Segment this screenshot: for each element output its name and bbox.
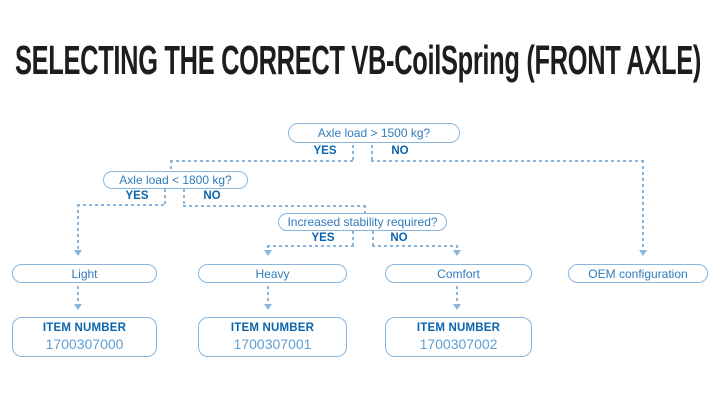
- decision-axle-load-1800: Axle load < 1800 kg?: [103, 171, 248, 189]
- connector-d2-no-stub: [183, 189, 185, 206]
- item-box-comfort: ITEM NUMBER 1700307002: [385, 317, 532, 357]
- arrow-to-item-2-icon: [263, 304, 272, 310]
- outcome-light: Light: [12, 264, 157, 283]
- connector-d1-yes-stub: [352, 145, 354, 162]
- decision-increased-stability: Increased stability required?: [278, 213, 447, 231]
- connector-d3-no-stub: [372, 231, 374, 247]
- item-number-value: 1700307000: [45, 336, 124, 352]
- decision-1-no-label: NO: [391, 145, 409, 157]
- arrow-to-item-3-icon: [452, 304, 461, 310]
- connector-d2-no-horizontal: [183, 205, 366, 207]
- connector-d1-no-drop: [642, 160, 644, 250]
- connector-heavy-item: [267, 286, 269, 305]
- item-number-value: 1700307001: [233, 336, 312, 352]
- connector-d3-no-drop: [456, 245, 458, 251]
- outcome-comfort: Comfort: [385, 264, 532, 283]
- connector-d2-no-drop: [364, 205, 366, 213]
- arrow-to-comfort-icon: [452, 250, 461, 256]
- item-number-value: 1700307002: [419, 336, 498, 352]
- decision-axle-load-1500: Axle load > 1500 kg?: [288, 123, 460, 143]
- arrow-to-light-icon: [73, 250, 82, 256]
- connector-d3-yes-drop: [267, 245, 269, 251]
- decision-3-no-label: NO: [390, 232, 408, 244]
- connector-d2-yes-stub: [164, 189, 166, 205]
- decision-2-yes-label: YES: [125, 190, 149, 202]
- item-number-heading: ITEM NUMBER: [416, 322, 501, 334]
- arrow-to-item-1-icon: [73, 304, 82, 310]
- connector-d1-yes-horizontal: [170, 160, 354, 162]
- decision-3-yes-label: YES: [311, 232, 335, 244]
- connector-comfort-item: [456, 286, 458, 305]
- item-box-light: ITEM NUMBER 1700307000: [12, 317, 157, 357]
- item-number-heading: ITEM NUMBER: [230, 322, 315, 334]
- connector-d2-yes-drop: [77, 204, 79, 250]
- arrow-to-heavy-icon: [263, 250, 272, 256]
- connector-d2-yes-horizontal: [77, 204, 166, 206]
- page-title: SELECTING THE CORRECT VB-CoilSpring (FRO…: [15, 37, 702, 83]
- arrow-to-oem-icon: [638, 250, 647, 256]
- connector-d1-no-stub: [371, 145, 373, 162]
- connector-d3-yes-horizontal: [267, 245, 354, 247]
- connector-light-item: [77, 286, 79, 305]
- item-box-heavy: ITEM NUMBER 1700307001: [198, 317, 347, 357]
- outcome-oem-configuration: OEM configuration: [568, 264, 708, 283]
- decision-2-no-label: NO: [203, 190, 221, 202]
- connector-d3-no-horizontal: [372, 245, 458, 247]
- connector-d3-yes-stub: [352, 231, 354, 247]
- connector-d1-yes-drop: [170, 160, 172, 171]
- item-number-heading: ITEM NUMBER: [42, 322, 127, 334]
- outcome-heavy: Heavy: [198, 264, 347, 283]
- connector-d1-no-horizontal: [371, 160, 644, 162]
- decision-1-yes-label: YES: [313, 145, 337, 157]
